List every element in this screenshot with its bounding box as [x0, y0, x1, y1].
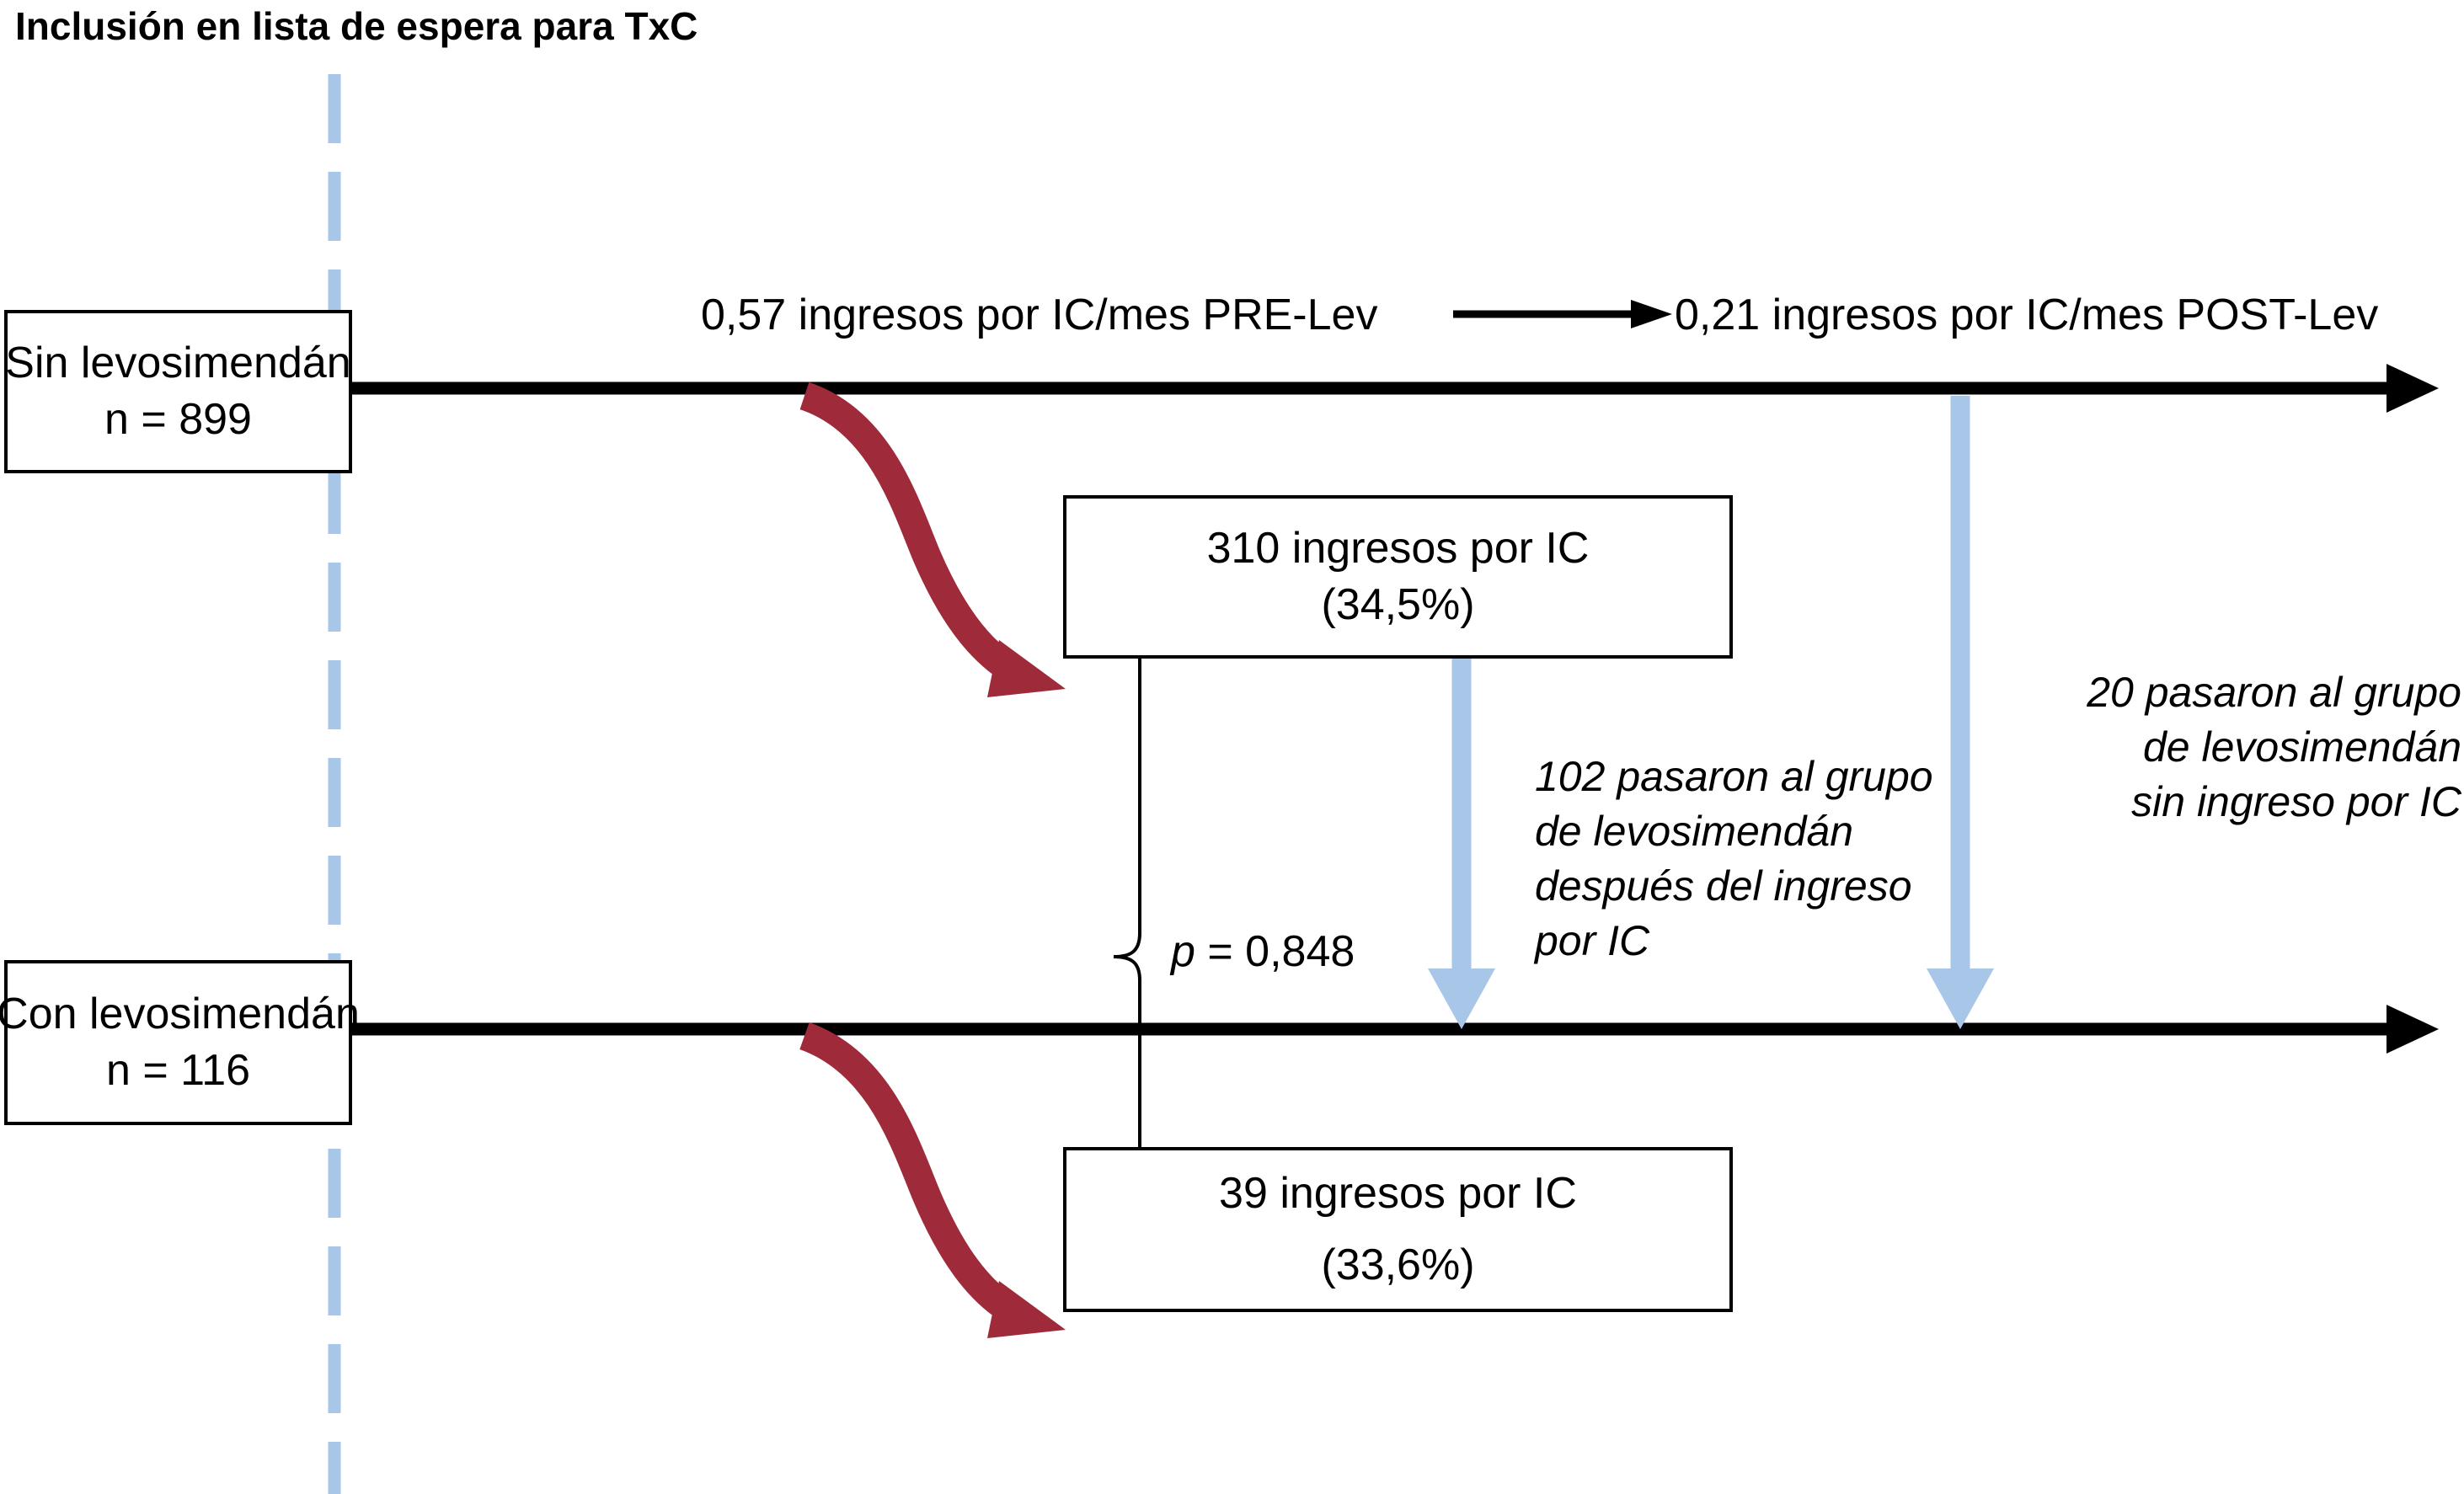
figure-title: Inclusión en lista de espera para TxC: [15, 4, 698, 48]
annotation-crossover-after-admission: 102 pasaron al grupo de levosimendán des…: [1535, 750, 2007, 968]
annotation-crossover-without-admission-line3: sin ingreso por IC: [2131, 778, 2461, 825]
box-admissions-levosimendan-line1: 39 ingresos por IC: [1219, 1169, 1577, 1219]
annotation-crossover-without-admission: 20 pasaron al grupo de levosimendán sin …: [2066, 665, 2461, 830]
curved-arrow-icon-top: [799, 382, 1066, 697]
box-group-no-levosimendan-line1: Sin levosimendán: [5, 339, 351, 388]
annotation-crossover-without-admission-line2: de levosimendán: [2142, 723, 2461, 771]
box-group-no-levosimendan[interactable]: Sin levosimendán n = 899: [4, 310, 352, 473]
annotation-crossover-after-admission-line3: después del ingreso: [1535, 862, 1912, 910]
box-admissions-no-levosimendan[interactable]: 310 ingresos por IC (34,5%): [1063, 495, 1733, 659]
timeline-post: [352, 1005, 2439, 1054]
rate-label-post-lev: 0,21 ingresos por IC/mes POST-Lev: [1675, 291, 2379, 339]
box-group-levosimendan-line2: n = 116: [105, 1046, 251, 1095]
box-group-no-levosimendan-line2: n = 899: [104, 395, 252, 444]
annotation-crossover-after-admission-line2: de levosimendán: [1535, 808, 1854, 855]
box-group-levosimendan-line1: Con levosimendán: [0, 990, 360, 1039]
annotation-crossover-after-admission-line4: por IC: [1535, 917, 1650, 964]
timeline-pre: [352, 364, 2439, 413]
p-value-number: = 0,848: [1195, 927, 1355, 976]
down-arrow-icon-20: [1927, 396, 1994, 1029]
annotation-crossover-without-admission-line1: 20 pasaron al grupo: [2087, 669, 2461, 716]
box-admissions-no-levosimendan-line2: (34,5%): [1321, 580, 1475, 629]
curved-arrow-icon-bottom: [799, 1022, 1066, 1338]
p-value-label: p = 0,848: [1171, 926, 1355, 977]
box-group-levosimendan[interactable]: Con levosimendán n = 116: [0, 960, 360, 1125]
annotation-crossover-after-admission-line1: 102 pasaron al grupo: [1535, 753, 1933, 800]
box-admissions-levosimendan[interactable]: 39 ingresos por IC (33,6%): [1063, 1147, 1733, 1312]
p-value-symbol: p: [1171, 927, 1195, 976]
right-arrow-icon: [1453, 300, 1672, 328]
box-admissions-no-levosimendan-line1: 310 ingresos por IC: [1206, 524, 1590, 574]
rate-label-pre-lev: 0,57 ingresos por IC/mes PRE-Lev: [701, 291, 1378, 339]
box-admissions-levosimendan-line2: (33,6%): [1321, 1241, 1475, 1290]
down-arrow-icon-102: [1428, 659, 1495, 1029]
